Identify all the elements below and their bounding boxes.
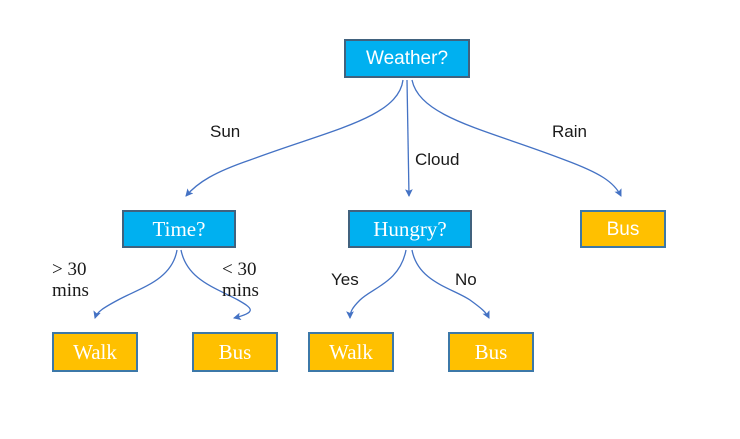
edge-label-e-gt30: > 30 mins xyxy=(52,259,89,302)
edge-e-rain xyxy=(411,79,622,197)
edge-label-e-sun: Sun xyxy=(210,122,241,141)
node-walk-yes[interactable]: Walk xyxy=(308,332,394,372)
edge-label-e-yes: Yes xyxy=(331,270,359,289)
node-label: Walk xyxy=(73,339,117,364)
node-hungry[interactable]: Hungry? xyxy=(348,210,472,248)
node-label: Time? xyxy=(152,216,206,241)
node-walk-long[interactable]: Walk xyxy=(52,332,138,372)
edge-label-e-no: No xyxy=(455,270,477,289)
node-label: Bus xyxy=(474,339,508,364)
node-weather[interactable]: Weather? xyxy=(344,39,470,78)
edge-e-gt30 xyxy=(93,249,178,319)
edge-e-cloud xyxy=(404,79,413,198)
edge-label-e-cloud: Cloud xyxy=(415,150,460,169)
edge-label-e-rain: Rain xyxy=(552,122,587,141)
node-label: Hungry? xyxy=(373,216,447,241)
node-label: Walk xyxy=(329,339,373,364)
node-bus-rain[interactable]: Bus xyxy=(580,210,666,248)
edge-e-no xyxy=(411,249,490,319)
node-label: Bus xyxy=(606,218,640,240)
edge-label-e-lt30: < 30 mins xyxy=(222,259,259,302)
node-label: Weather? xyxy=(365,48,449,69)
node-bus-no[interactable]: Bus xyxy=(448,332,534,372)
node-time[interactable]: Time? xyxy=(122,210,236,248)
node-label: Bus xyxy=(218,339,252,364)
node-bus-short[interactable]: Bus xyxy=(192,332,278,372)
